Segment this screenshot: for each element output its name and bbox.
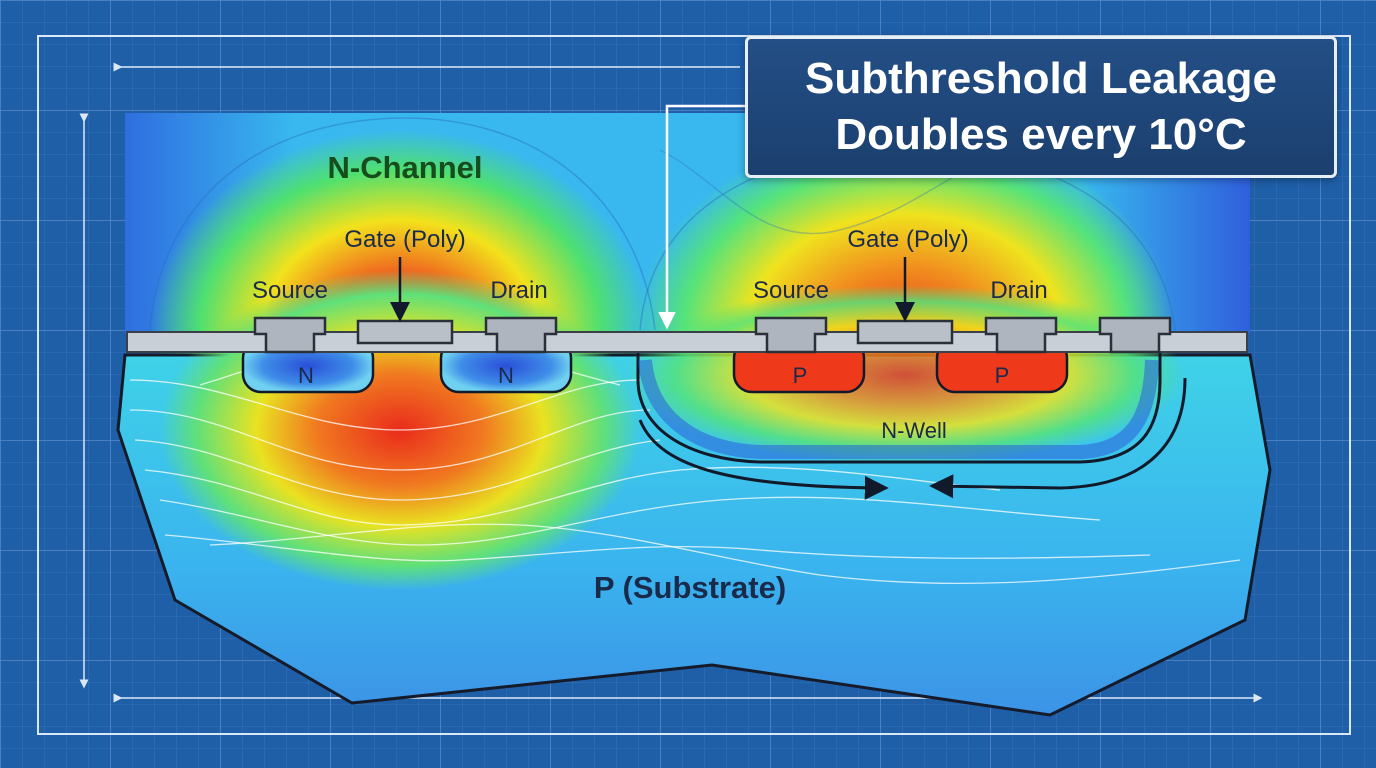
callout-leader-line [658,104,745,330]
n-well [636,352,1162,464]
well-tap-contact [1098,316,1172,354]
pmos-gate-label: Gate (Poly) [847,226,968,253]
nmos-source-contact [253,316,327,354]
nmos-gate-poly [356,319,454,345]
callout-box: Subthreshold Leakage Doubles every 10°C [745,36,1337,178]
pmos-drain-label: Drain [990,277,1047,304]
pmos-drain-contact [984,316,1058,354]
nmos-source-region-label: N [298,363,314,388]
nmos-source-label: Source [252,277,328,304]
pmos-source-region-label: P [793,363,808,388]
nmos-drain-region-label: N [498,363,514,388]
pmos-drain-region-label: P [995,363,1010,388]
callout-line-2: Doubles every 10°C [835,110,1247,159]
nmos-drain-contact [484,316,558,354]
pmos-source-contact [754,316,828,354]
blueprint-frame [37,35,1351,735]
leakage-arrow-left [638,419,889,500]
terminals [253,316,1172,354]
pmos-source-label: Source [753,277,829,304]
pmos-gate-poly [856,319,954,345]
nmos-title: N-Channel [328,150,483,185]
n-well-label: N-Well [881,418,947,443]
nmos-drain-label: Drain [490,277,547,304]
leakage-arrow-right [929,377,1187,499]
callout-line-1: Subthreshold Leakage [805,54,1277,103]
nmos-gate-label: Gate (Poly) [344,226,465,253]
substrate-label: P (Substrate) [594,570,786,605]
